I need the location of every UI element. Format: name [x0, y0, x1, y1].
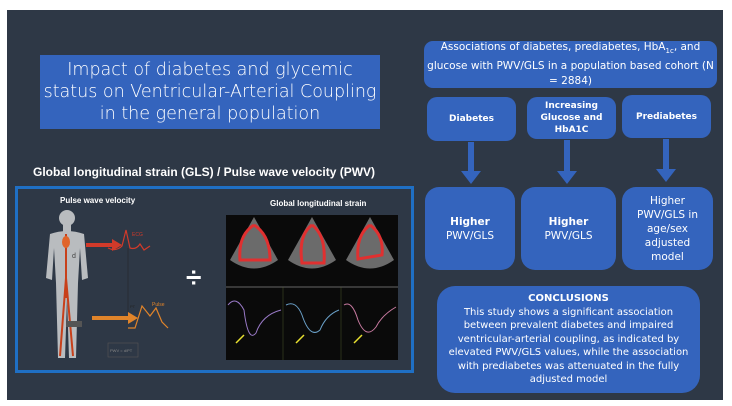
- page-title: Impact of diabetes and glycemic status o…: [43, 60, 377, 124]
- pulse-label: Pulse: [152, 302, 165, 308]
- arrow-down-icon: [461, 142, 481, 184]
- conclusions-text: This study shows a significant associati…: [448, 306, 689, 386]
- arrow-down-icon: [557, 140, 577, 184]
- pwv-label: Pulse wave velocity: [60, 196, 136, 205]
- echo-image: [288, 217, 336, 269]
- conclusions-heading: CONCLUSIONS: [528, 293, 609, 305]
- result-text: PWV/GLS: [544, 229, 593, 242]
- arrow-marker: [235, 334, 363, 344]
- arrow-down-icon: [656, 139, 676, 182]
- title-box: Impact of diabetes and glycemic status o…: [40, 55, 380, 129]
- distance-label: d: [72, 253, 76, 260]
- result-emphasis: Higher: [450, 215, 490, 228]
- measurement-figure-frame: [15, 186, 414, 373]
- conclusions-box: CONCLUSIONS This study shows a significa…: [437, 286, 700, 393]
- group-box-glucose-hba1c: Increasing Glucose and HbA1C: [527, 97, 616, 139]
- echo-image: [230, 217, 278, 269]
- subtitle: Global longitudinal strain (GLS) / Pulse…: [33, 165, 376, 179]
- strain-curve-grid: [282, 287, 342, 360]
- associations-text: Associations of diabetes, prediabetes, H…: [427, 40, 714, 88]
- associations-box: Associations of diabetes, prediabetes, H…: [424, 41, 717, 88]
- group-box-prediabetes: Prediabetes: [622, 95, 711, 138]
- pt-label: PT: [130, 304, 136, 309]
- gls-label: Global longitudinal strain: [270, 199, 367, 208]
- echo-image: [346, 217, 394, 269]
- divide-icon: ÷: [186, 262, 202, 293]
- pwv-illustration: d ECG Pulse PT PWV = d/PT: [46, 210, 169, 358]
- ecg-label: ECG: [132, 232, 143, 238]
- result-text: Higher PWV/GLS in age/sex adjusted model: [637, 194, 698, 263]
- group-box-diabetes: Diabetes: [427, 97, 516, 141]
- pwv-formula: PWV = d/PT: [110, 348, 133, 353]
- result-emphasis: Higher: [548, 215, 589, 228]
- result-box-prediabetes: Higher PWV/GLS in age/sex adjusted model: [622, 187, 713, 270]
- result-text: PWV/GLS: [445, 229, 495, 242]
- gls-echo-images: [226, 215, 398, 360]
